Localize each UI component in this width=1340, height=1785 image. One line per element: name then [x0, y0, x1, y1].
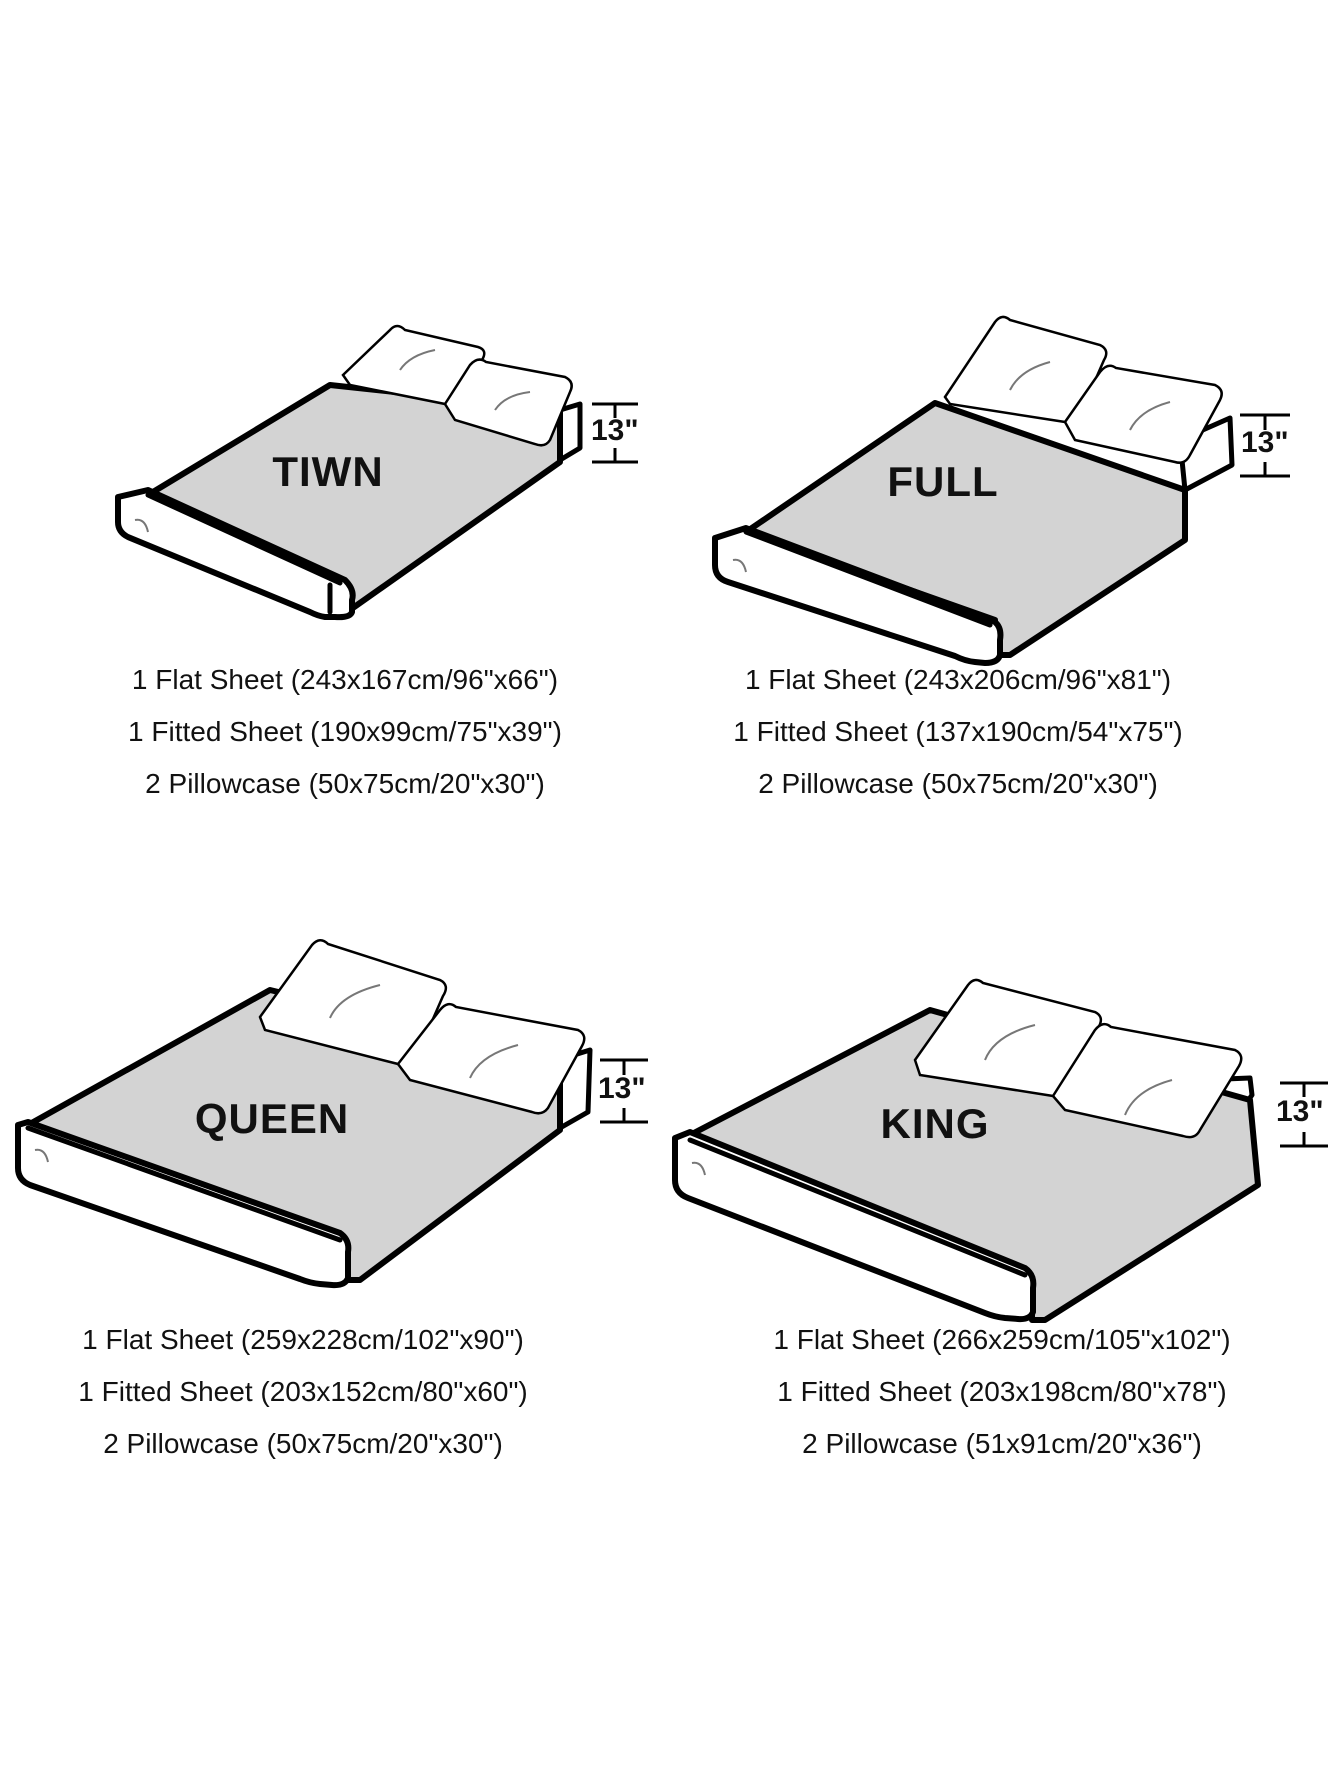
bed-drawing: [15, 939, 648, 1289]
fitted-sheet-spec: 1 Fitted Sheet (137x190cm/54"x75"): [733, 716, 1183, 747]
bed-size-label: KING: [880, 1100, 990, 1147]
flat-sheet-spec: 1 Flat Sheet (243x167cm/96"x66"): [131, 664, 559, 695]
bed-illustration-full: FULL 13": [712, 315, 1290, 666]
spec-list-full: 1 Flat Sheet (243x206cm/96"x81") 1 Fitte…: [733, 654, 1182, 810]
height-dimension-label: 13": [1241, 426, 1289, 459]
bed-illustration-twin: TIWN 13": [0, 0, 670, 900]
pillowcase-spec: 2 Pillowcase (51x91cm/20"x36"): [802, 1428, 1202, 1459]
height-dimension-label: 13": [598, 1072, 646, 1105]
bed-size-label: FULL: [887, 458, 999, 505]
flat-sheet-spec: 1 Flat Sheet (259x228cm/102"x90"): [82, 1324, 524, 1355]
pillowcase-spec: 2 Pillowcase (50x75cm/20"x30"): [758, 768, 1158, 799]
height-dimension-label: 13": [1276, 1095, 1324, 1128]
bed-drawing: [115, 324, 638, 621]
fitted-sheet-spec: 1 Fitted Sheet (190x99cm/75"x39"): [128, 716, 562, 747]
height-dimension-label: 13": [591, 414, 639, 447]
pillowcase-spec: 2 Pillowcase (50x75cm/20"x30"): [103, 1428, 503, 1459]
spec-list-queen: 1 Flat Sheet (259x228cm/102"x90") 1 Fitt…: [78, 1314, 527, 1470]
pillowcase-spec: 2 Pillowcase (50x75cm/20"x30"): [145, 768, 545, 799]
flat-sheet-spec: 1 Flat Sheet (266x259cm/105"x102"): [773, 1324, 1231, 1355]
spec-list-king: 1 Flat Sheet (266x259cm/105"x102") 1 Fit…: [773, 1314, 1230, 1470]
bed-illustration-queen: QUEEN 13": [15, 939, 648, 1289]
fitted-sheet-spec: 1 Fitted Sheet (203x152cm/80"x60"): [78, 1376, 528, 1407]
bed-drawing: [712, 315, 1290, 666]
bed-size-label: QUEEN: [194, 1095, 350, 1142]
bed-size-label: TIWN: [272, 448, 384, 495]
fitted-sheet-spec: 1 Fitted Sheet (203x198cm/80"x78"): [777, 1376, 1227, 1407]
spec-list-twin: 1 Flat Sheet (243x167cm/96"x66") 1 Fitte…: [128, 654, 562, 810]
flat-sheet-spec: 1 Flat Sheet (243x206cm/96"x81"): [744, 664, 1172, 695]
